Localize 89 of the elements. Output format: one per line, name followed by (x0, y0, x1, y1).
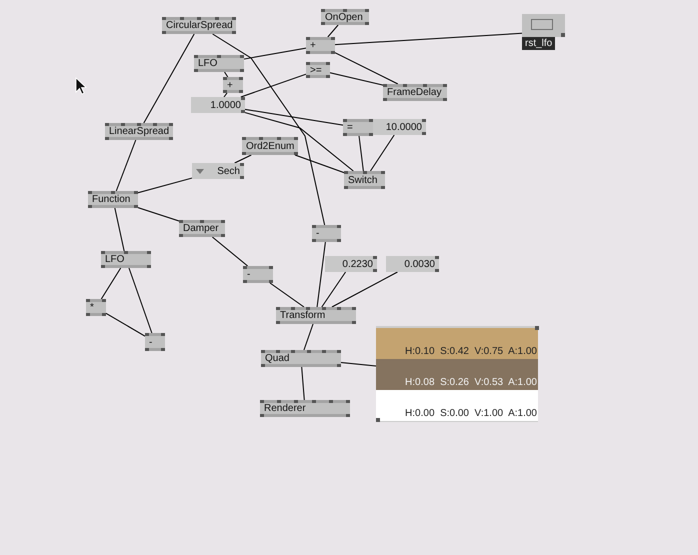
color-value-label: H:0.10 S:0.42 V:0.75 A:1.00 (405, 346, 537, 357)
wire (212, 34, 326, 226)
node-box (162, 17, 236, 34)
node-label: Transform (280, 310, 326, 321)
wire (334, 32, 522, 46)
color-value-box (376, 326, 538, 422)
color-value-label: H:0.08 S:0.26 V:0.53 A:1.00 (405, 377, 537, 388)
node-box (383, 84, 447, 101)
node-box (306, 37, 335, 54)
node-box (344, 171, 385, 189)
node-label: >= (310, 64, 322, 76)
node-box (88, 191, 138, 208)
node-label: Sech (217, 166, 240, 176)
wire (240, 74, 306, 98)
wire (138, 207, 180, 222)
node-label: * (90, 302, 94, 313)
wire (331, 272, 398, 308)
node-label: LFO (105, 254, 124, 265)
node-box (306, 62, 330, 78)
node-box (343, 119, 373, 136)
node-label: FrameDelay (387, 87, 442, 98)
wire (294, 154, 344, 174)
node-label: Quad (265, 353, 290, 364)
node-label: 0.0030 (404, 258, 435, 270)
node-box (179, 220, 225, 237)
node-box (321, 9, 369, 25)
node-box (223, 77, 243, 93)
node-label: CircularSpread (166, 20, 233, 31)
wire (212, 236, 248, 266)
node-label: LinearSpread (109, 126, 170, 137)
wire (106, 312, 146, 337)
wire (143, 34, 195, 124)
node-box (243, 266, 273, 283)
wire (138, 178, 192, 194)
wire (316, 242, 326, 308)
node-label: 10.0000 (386, 122, 422, 132)
node-box (86, 299, 106, 316)
node-label: - (316, 228, 320, 239)
enum-box (192, 163, 244, 179)
wire (244, 108, 344, 126)
wire (100, 268, 122, 300)
value-box (373, 119, 426, 135)
node-label: Damper (183, 223, 219, 234)
wire (321, 272, 346, 308)
value-box (191, 97, 245, 113)
wire (330, 72, 384, 86)
node-label: + (227, 80, 233, 90)
node-box (276, 307, 356, 324)
wire (128, 268, 152, 334)
node-label: Function (92, 194, 130, 205)
wire (370, 134, 395, 172)
wire (224, 72, 228, 78)
value-box (386, 256, 439, 272)
wire (358, 136, 364, 172)
node-label: - (247, 269, 250, 280)
node-label: Ord2Enum (246, 140, 294, 152)
node-label: - (149, 336, 152, 348)
wire (224, 92, 228, 98)
node-label: = (347, 122, 353, 133)
wire (114, 208, 125, 252)
node-box (312, 225, 341, 242)
node-label: rst_lfo (522, 37, 556, 50)
node-label: Switch (348, 174, 378, 186)
node-box (101, 251, 151, 268)
wire (244, 48, 306, 60)
wire (340, 362, 376, 366)
node-box (260, 400, 350, 417)
node-box (194, 55, 244, 72)
wire (244, 112, 354, 172)
wire (327, 24, 339, 38)
value-box (325, 256, 377, 272)
node-label: LFO (198, 58, 218, 69)
node-label: Renderer (264, 403, 306, 414)
node-label: + (310, 40, 316, 51)
node-label: OnOpen (325, 12, 363, 22)
toggle-box (522, 14, 565, 50)
node-label: 0.2230 (342, 258, 373, 270)
wire (334, 52, 398, 84)
node-box (145, 333, 165, 351)
wire (116, 140, 136, 192)
wire (234, 154, 252, 164)
node-box (242, 137, 298, 155)
node-box (261, 350, 341, 367)
node-label: 1.0000 (210, 100, 241, 110)
color-value-label: H:0.00 S:0.00 V:1.00 A:1.00 (405, 408, 537, 419)
wire (303, 324, 314, 350)
node-box (105, 123, 173, 140)
wire (270, 282, 304, 308)
wire (301, 366, 305, 400)
